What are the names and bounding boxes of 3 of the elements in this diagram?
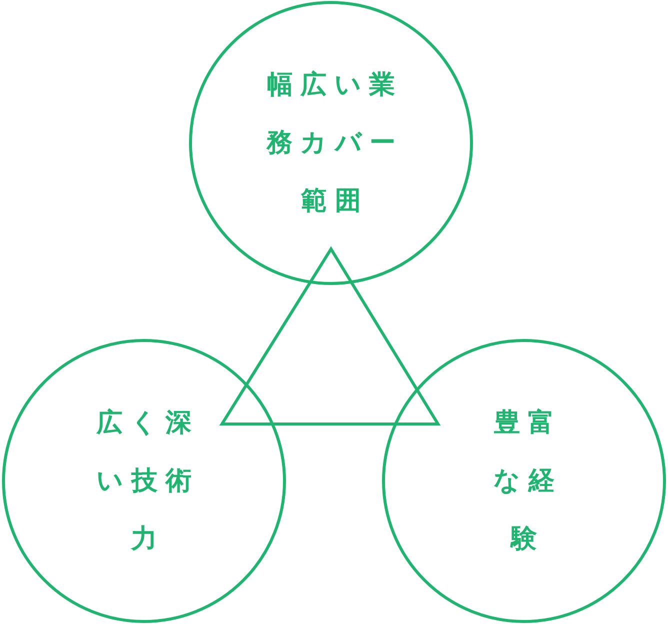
node-label: 豊富な経験 xyxy=(492,407,564,556)
node-label: 幅広い業務カバー範囲 xyxy=(265,69,404,218)
node-label: 広く深い技術力 xyxy=(95,407,200,556)
